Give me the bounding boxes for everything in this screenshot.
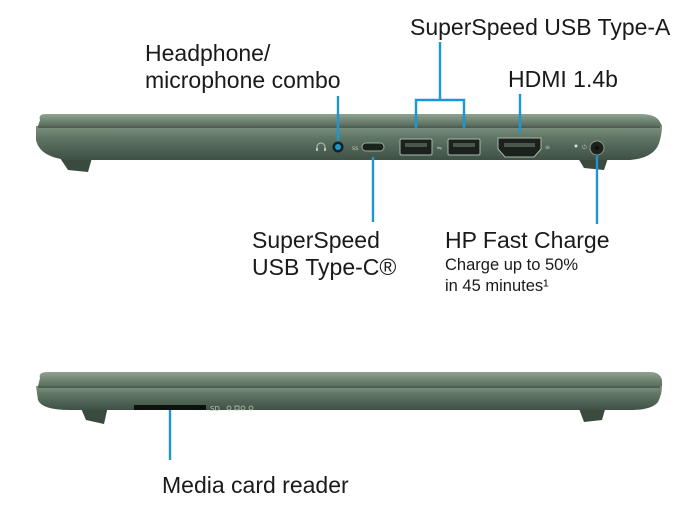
label-fast-charge-line2: in 45 minutes¹ (445, 277, 549, 295)
hdmi-port (497, 137, 542, 158)
laptop-lid (38, 114, 662, 126)
usb-c-mark: ss (352, 145, 358, 152)
front-lid (38, 372, 662, 386)
laptop-base (36, 126, 662, 160)
hdmi-icon: ≡ (545, 144, 550, 151)
label-headphone-line2: microphone combo (145, 67, 341, 93)
label-headphone-line1: Headphone/ (145, 40, 271, 66)
foot-front (60, 158, 92, 172)
callout-lines (336, 42, 599, 224)
callout-dots (335, 144, 341, 150)
label-usb-c-line2: USB Type-C® (252, 254, 397, 280)
status-leds (226, 405, 254, 411)
front-foot-left (80, 406, 108, 424)
foot-rear (578, 158, 608, 170)
usb-c-port (361, 142, 385, 152)
headphone-icon (316, 142, 326, 151)
power-icon: ⏻ (582, 144, 587, 151)
label-card-reader: Media card reader (162, 472, 349, 498)
sd-mark: SD (210, 405, 220, 413)
laptop-side-left: ss ⇋ ≡ ⏻ (36, 114, 662, 172)
label-usb-c-line1: SuperSpeed (252, 227, 380, 253)
label-hdmi: HDMI 1.4b (508, 66, 618, 92)
laptop-front: SD (36, 372, 662, 424)
usb-icon: ⇋ (437, 145, 442, 152)
label-usb-a: SuperSpeed USB Type-A (410, 14, 671, 40)
sd-card-slot (134, 405, 206, 410)
power-port (589, 140, 605, 156)
front-base (36, 386, 662, 410)
label-fast-charge: HP Fast Charge (445, 227, 610, 253)
label-fast-charge-line1: Charge up to 50% (445, 256, 579, 274)
charge-led (574, 144, 578, 148)
